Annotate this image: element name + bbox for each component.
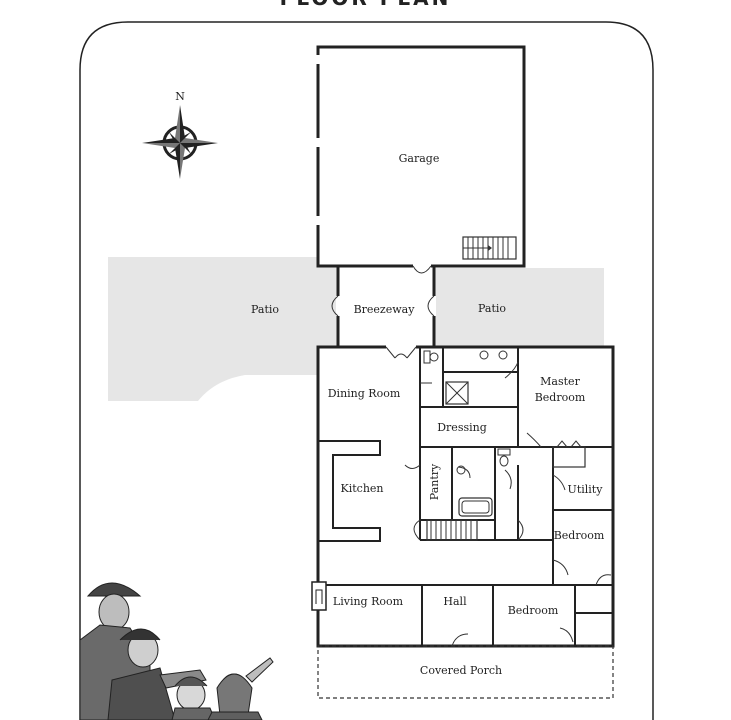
room-label-utility: Utility: [568, 483, 604, 496]
compass-rose-icon: [142, 105, 218, 179]
bath-fixtures-icon: [423, 350, 511, 517]
covered-porch: [317, 645, 614, 699]
garage-stairs-icon: [462, 236, 517, 260]
page-frame: [79, 21, 654, 720]
family-illustration: [79, 582, 274, 720]
door-swings: [404, 361, 612, 647]
room-label-patio-left: Patio: [251, 303, 279, 316]
page-title: FLOOR PLAN: [0, 0, 731, 10]
room-label-bedroom-bottom: Bedroom: [508, 604, 559, 617]
room-label-pantry: Pantry: [428, 463, 441, 500]
patio-right-area: [434, 268, 604, 346]
utility-appliances-icon: [552, 440, 586, 468]
compass-north-label: N: [175, 90, 185, 103]
room-label-hall: Hall: [443, 595, 467, 608]
room-label-master-bedroom-2: Bedroom: [535, 391, 586, 404]
room-label-dining-room: Dining Room: [328, 387, 401, 400]
room-label-covered-porch: Covered Porch: [420, 664, 502, 677]
room-label-bedroom-right: Bedroom: [554, 529, 605, 542]
house-outline: [316, 345, 615, 648]
room-label-dressing: Dressing: [437, 421, 487, 434]
room-label-garage: Garage: [399, 152, 440, 165]
breezeway: [331, 264, 436, 349]
room-label-kitchen: Kitchen: [341, 482, 384, 495]
garage: [316, 45, 526, 268]
fireplace-icon: [311, 581, 327, 611]
interior-stairs-icon: [426, 519, 478, 541]
room-label-living-room: Living Room: [333, 595, 404, 608]
patio-left-area: [108, 257, 338, 401]
room-label-breezeway: Breezeway: [354, 303, 416, 316]
interior-walls: [318, 347, 613, 646]
kitchen-counter: [318, 440, 381, 542]
room-label-patio-right: Patio: [478, 302, 506, 315]
room-label-master-bedroom-1: Master: [540, 375, 580, 388]
